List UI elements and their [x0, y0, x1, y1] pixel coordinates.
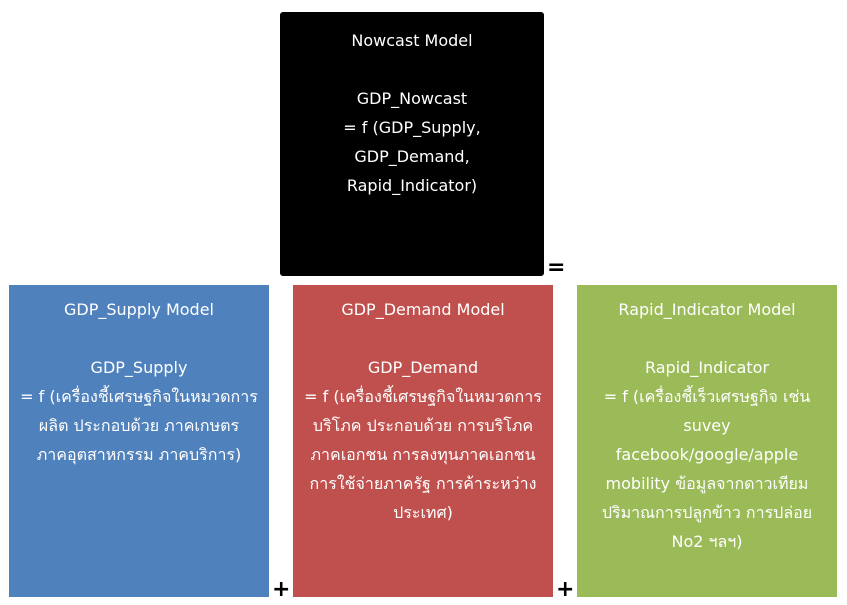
nowcast-formula-line: GDP_Nowcast: [356, 89, 468, 108]
gdp-demand-formula-line: ภาคเอกชน การลงทุนภาคเอกชน: [310, 445, 536, 464]
gdp-demand-model-title: GDP_Demand Model: [341, 300, 505, 319]
rapid-indicator-formula-line: No2 ฯลฯ): [671, 532, 743, 551]
spacer: [301, 324, 545, 353]
gdp-demand-model-box: GDP_Demand Model GDP_Demand = f (เครื่อง…: [293, 285, 553, 597]
gdp-demand-formula-line: ประเทศ): [393, 503, 453, 522]
rapid-indicator-formula-line: facebook/google/apple: [615, 445, 799, 464]
rapid-indicator-formula-line: mobility ข้อมูลจากดาวเทียม: [605, 474, 809, 493]
spacer: [585, 324, 829, 353]
gdp-supply-model-box: GDP_Supply Model GDP_Supply = f (เครื่อง…: [9, 285, 269, 597]
equals-sign: =: [547, 255, 566, 280]
gdp-supply-model-title: GDP_Supply Model: [63, 300, 214, 319]
nowcast-formula-line: GDP_Demand,: [354, 147, 470, 166]
nowcast-model-box: Nowcast Model GDP_Nowcast = f (GDP_Suppl…: [280, 12, 544, 276]
rapid-indicator-formula-line: suvey: [683, 416, 731, 435]
nowcast-model-title: Nowcast Model: [351, 31, 473, 50]
gdp-demand-formula-line: การใช้จ่ายภาครัฐ การค้าระหว่าง: [309, 474, 537, 493]
rapid-indicator-model-title: Rapid_Indicator Model: [618, 300, 796, 319]
gdp-supply-formula-line: ภาคอุตสาหกรรม ภาคบริการ): [36, 445, 242, 464]
gdp-supply-formula-line: = f (เครื่องชี้เศรษฐกิจในหมวดการ: [20, 387, 258, 406]
plus-sign: +: [556, 577, 575, 602]
gdp-demand-formula-line: = f (เครื่องชี้เศรษฐกิจในหมวดการ: [304, 387, 542, 406]
rapid-indicator-model-box: Rapid_Indicator Model Rapid_Indicator = …: [577, 285, 837, 597]
gdp-demand-formula-line: บริโภค ประกอบด้วย การบริโภค: [312, 416, 534, 435]
rapid-indicator-formula-line: Rapid_Indicator: [644, 358, 770, 377]
nowcast-formula-line: Rapid_Indicator): [346, 176, 478, 195]
spacer: [17, 324, 261, 353]
gdp-supply-formula-line: ผลิต ประกอบด้วย ภาคเกษตร: [38, 416, 240, 435]
gdp-supply-formula-line: GDP_Supply: [90, 358, 188, 377]
gdp-demand-formula-line: GDP_Demand: [367, 358, 479, 377]
rapid-indicator-formula-line: = f (เครื่องชี้เร็วเศรษฐกิจ เช่น: [603, 387, 811, 406]
plus-sign: +: [272, 577, 291, 602]
spacer: [280, 55, 544, 84]
nowcast-formula-line: = f (GDP_Supply,: [343, 118, 481, 137]
rapid-indicator-formula-line: ปริมาณการปลูกข้าว การปล่อย: [601, 503, 813, 522]
